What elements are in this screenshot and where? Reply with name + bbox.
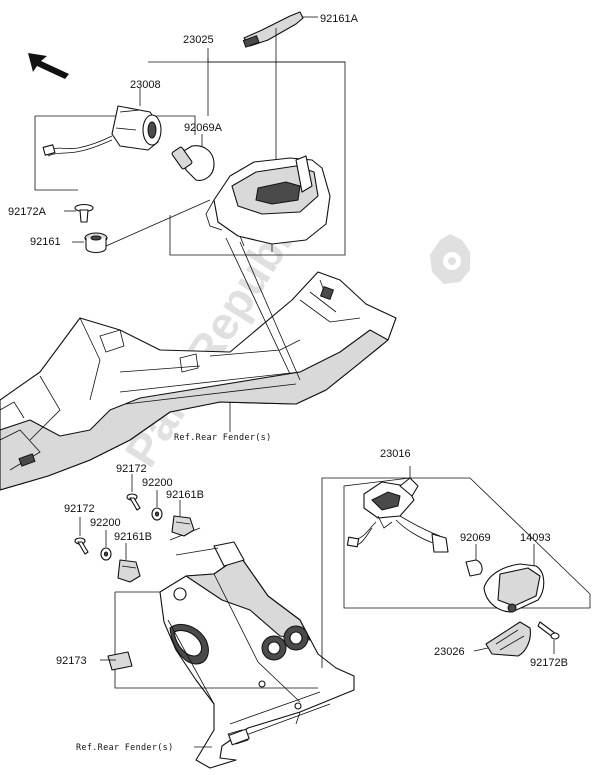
label-23016: 23016 bbox=[380, 448, 411, 460]
label-92200-upper: 92200 bbox=[142, 477, 173, 489]
license-plate-bracket bbox=[159, 541, 355, 769]
front-direction-arrow-icon bbox=[28, 53, 69, 79]
label-92161A: 92161A bbox=[320, 13, 359, 25]
label-92069A: 92069A bbox=[184, 122, 223, 134]
label-92161B-upper: 92161B bbox=[166, 489, 204, 501]
part-92172A-screw bbox=[64, 203, 94, 223]
assembly-23025-bracket bbox=[34, 48, 346, 256]
assembly-23016-outline bbox=[321, 466, 591, 668]
label-23026: 23026 bbox=[434, 646, 465, 658]
label-14093: 14093 bbox=[520, 532, 551, 544]
label-92200-lower: 92200 bbox=[90, 517, 121, 529]
label-92172-upper: 92172 bbox=[116, 463, 147, 475]
part-92173-plate bbox=[100, 651, 133, 671]
part-92069A-bulb bbox=[171, 134, 215, 181]
part-23016-socket bbox=[346, 477, 449, 553]
label-92172B: 92172B bbox=[530, 657, 568, 669]
part-92172-bolt-lower bbox=[74, 517, 89, 555]
part-23008-socket bbox=[42, 88, 162, 157]
part-92161A-strap bbox=[242, 11, 318, 175]
part-14093-lens bbox=[483, 544, 545, 613]
housing-leader-lines bbox=[225, 237, 301, 432]
part-92172B-screw bbox=[537, 621, 560, 654]
ref-rear-fender-lower: Ref.Rear Fender(s) bbox=[76, 743, 174, 753]
label-92172-lower: 92172 bbox=[64, 503, 95, 515]
label-92173: 92173 bbox=[56, 655, 87, 667]
label-92161: 92161 bbox=[30, 236, 61, 248]
part-92172-bolt-upper bbox=[126, 474, 141, 511]
part-92069-bulb bbox=[465, 544, 483, 577]
rear-fender-frame bbox=[0, 271, 397, 491]
part-92200-washer-lower bbox=[100, 530, 112, 561]
part-92200-washer-upper bbox=[151, 490, 163, 521]
part-23026-reflector bbox=[473, 621, 531, 657]
part-92161B-grommet-lower bbox=[117, 543, 141, 583]
gear-icon bbox=[430, 234, 470, 284]
part-labels: 23025 92161A 23008 92069A 92172A 92161 2… bbox=[8, 13, 568, 669]
label-92069: 92069 bbox=[460, 532, 491, 544]
label-92172A: 92172A bbox=[8, 206, 47, 218]
tail-lamp-housing bbox=[205, 155, 331, 252]
label-92161B-lower: 92161B bbox=[114, 531, 152, 543]
label-23025: 23025 bbox=[183, 34, 214, 46]
ref-rear-fender-upper: Ref.Rear Fender(s) bbox=[174, 433, 272, 443]
label-23008: 23008 bbox=[130, 79, 161, 91]
part-92161B-grommet-upper bbox=[171, 500, 195, 537]
part-92161-grommet bbox=[72, 199, 211, 254]
